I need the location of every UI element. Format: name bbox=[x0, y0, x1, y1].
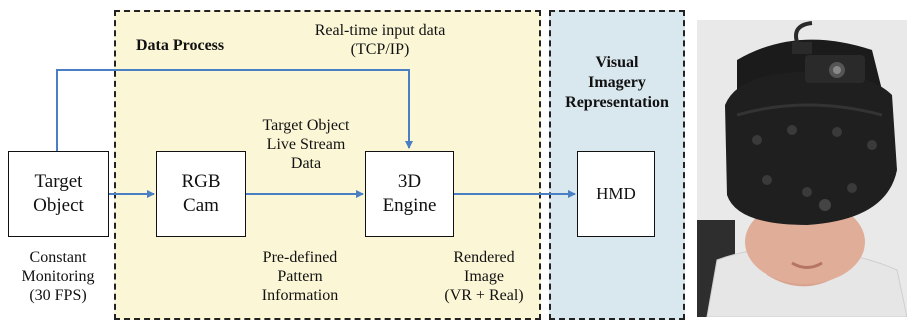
pattern-information-label: Pre-defined Pattern Information bbox=[261, 249, 339, 304]
visual-imagery-title: Visual Imagery Representation bbox=[565, 54, 669, 111]
target-object-box: Target Object bbox=[8, 151, 109, 237]
constant-monitoring-label: Constant Monitoring (30 FPS) bbox=[21, 249, 95, 304]
3d-engine-box: 3D Engine bbox=[365, 151, 454, 237]
rendered-image-label: Rendered Image (VR + Real) bbox=[444, 249, 524, 304]
hmd-box: HMD bbox=[577, 151, 655, 237]
rgb-cam-box: RGB Cam bbox=[156, 151, 246, 237]
realtime-input-label: Real-time input data (TCP/IP) bbox=[314, 22, 446, 58]
data-process-title: Data Process bbox=[136, 37, 225, 54]
realtime-input-arrow bbox=[56, 69, 413, 151]
hmd-user-photo bbox=[697, 20, 907, 317]
live-stream-label: Target Object Live Stream Data bbox=[262, 117, 350, 172]
